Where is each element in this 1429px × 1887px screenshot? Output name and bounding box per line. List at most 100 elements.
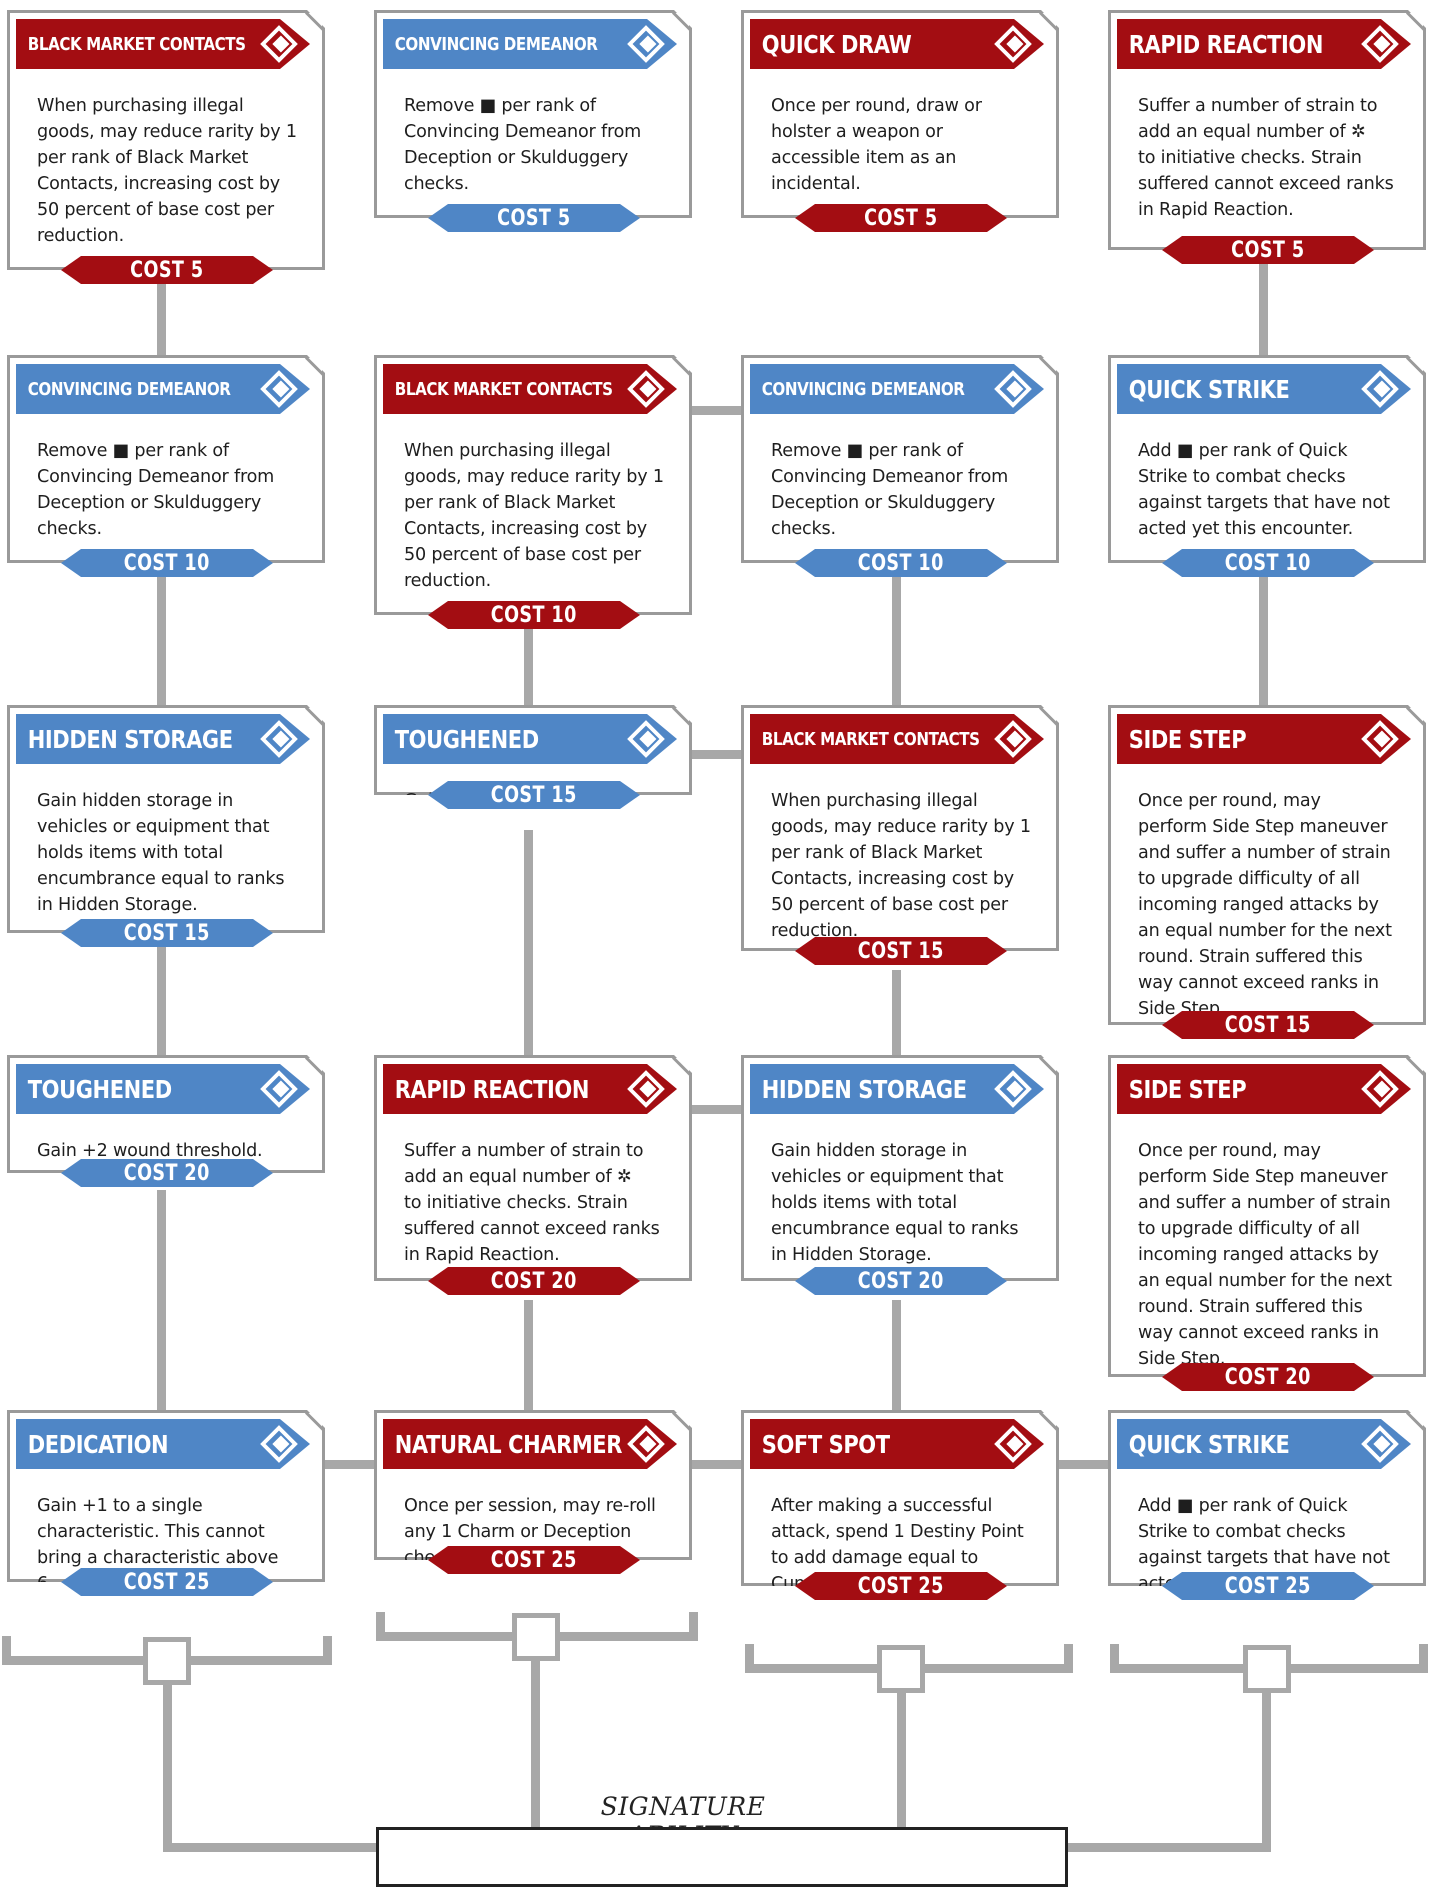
cost-label: COST 5 — [864, 205, 938, 231]
talent-card[interactable]: BLACK MARKET CONTACTS When purchasing ill… — [374, 355, 692, 615]
card-corner-edge — [305, 1411, 328, 1434]
diamond-icon — [627, 1070, 665, 1108]
cost-badge: COST 25 — [428, 1546, 640, 1574]
talent-header: SIDE STEP — [1117, 1064, 1411, 1114]
cost-label: COST 20 — [857, 1268, 944, 1294]
cost-label: COST 5 — [130, 257, 204, 283]
talent-description: Once per round, draw or holster a weapon… — [771, 96, 982, 194]
cost-badge: COST 5 — [795, 204, 1007, 232]
diamond-icon — [1361, 25, 1399, 63]
cost-label: COST 10 — [1224, 550, 1311, 576]
connector — [892, 1300, 901, 1420]
talent-title: BLACK MARKET CONTACTS — [27, 33, 246, 55]
bracket-bar — [1110, 1644, 1119, 1673]
talent-description: When purchasing illegal goods, may reduc… — [404, 441, 664, 591]
talent-card[interactable]: BLACK MARKET CONTACTS When purchasing ill… — [7, 10, 325, 270]
cost-label: COST 15 — [123, 920, 210, 946]
talent-title: BLACK MARKET CONTACTS — [394, 378, 613, 400]
talent-description: When purchasing illegal goods, may reduc… — [37, 96, 297, 246]
card-corner-edge — [305, 356, 328, 379]
cost-badge: COST 20 — [428, 1267, 640, 1295]
card-corner-edge — [672, 706, 695, 729]
connector — [690, 750, 742, 759]
cost-label: COST 5 — [497, 205, 571, 231]
diamond-icon — [627, 370, 665, 408]
talent-title: QUICK DRAW — [761, 29, 912, 59]
talent-title: SOFT SPOT — [761, 1429, 890, 1459]
connector — [892, 560, 901, 710]
cost-badge: COST 25 — [1162, 1572, 1374, 1600]
talent-description: Once per round, may perform Side Step ma… — [1138, 791, 1392, 1019]
card-corner-edge — [305, 1056, 328, 1079]
cost-badge: COST 5 — [428, 204, 640, 232]
talent-card[interactable]: QUICK DRAW Once per round, draw or holste… — [741, 10, 1059, 218]
connector — [892, 970, 901, 1060]
card-corner-edge — [305, 706, 328, 729]
cost-label: COST 25 — [857, 1573, 944, 1599]
talent-title: SIDE STEP — [1128, 1074, 1247, 1104]
talent-header: HIDDEN STORAGE — [750, 1064, 1044, 1114]
card-corner-edge — [1039, 1411, 1062, 1434]
talent-description: Remove ■ per rank of Convincing Demeanor… — [771, 441, 1009, 539]
talent-header: DEDICATION — [16, 1419, 310, 1469]
diamond-icon — [260, 720, 298, 758]
connector — [531, 1660, 540, 1830]
bracket-bar — [2, 1636, 11, 1665]
connector — [322, 1460, 374, 1469]
cost-label: COST 10 — [857, 550, 944, 576]
diamond-icon — [260, 1070, 298, 1108]
card-corner-edge — [305, 11, 328, 34]
talent-header: QUICK STRIKE — [1117, 1419, 1411, 1469]
cost-badge: COST 15 — [1162, 1011, 1374, 1039]
talent-title: CONVINCING DEMEANOR — [27, 378, 231, 400]
card-corner-edge — [1039, 706, 1062, 729]
talent-title: HIDDEN STORAGE — [27, 724, 233, 754]
cost-label: COST 20 — [490, 1268, 577, 1294]
rank-box — [512, 1613, 560, 1661]
talent-header: SOFT SPOT — [750, 1419, 1044, 1469]
connector — [897, 1690, 906, 1830]
talent-header: CONVINCING DEMEANOR — [16, 364, 310, 414]
connector — [157, 560, 166, 710]
talent-description: Gain +1 to a single characteristic. This… — [37, 1496, 279, 1594]
cost-badge: COST 20 — [1162, 1363, 1374, 1391]
talent-header: BLACK MARKET CONTACTS — [16, 19, 310, 69]
diamond-icon — [1361, 370, 1399, 408]
cost-badge: COST 10 — [61, 549, 273, 577]
connector — [1058, 1460, 1110, 1469]
talent-title: CONVINCING DEMEANOR — [394, 33, 598, 55]
diamond-icon — [1361, 720, 1399, 758]
card-corner-edge — [672, 1411, 695, 1434]
cost-label: COST 10 — [123, 550, 210, 576]
cost-badge: COST 10 — [428, 601, 640, 629]
talent-header: RAPID REACTION — [1117, 19, 1411, 69]
talent-title: RAPID REACTION — [1128, 29, 1323, 59]
diamond-icon — [994, 370, 1032, 408]
rank-box — [1243, 1645, 1291, 1693]
talent-title: HIDDEN STORAGE — [761, 1074, 967, 1104]
bracket-bar — [745, 1644, 754, 1673]
card-corner-edge — [1039, 11, 1062, 34]
cost-badge: COST 10 — [795, 549, 1007, 577]
connector — [163, 1680, 172, 1850]
cost-label: COST 25 — [1224, 1573, 1311, 1599]
talent-header: TOUGHENED — [16, 1064, 310, 1114]
